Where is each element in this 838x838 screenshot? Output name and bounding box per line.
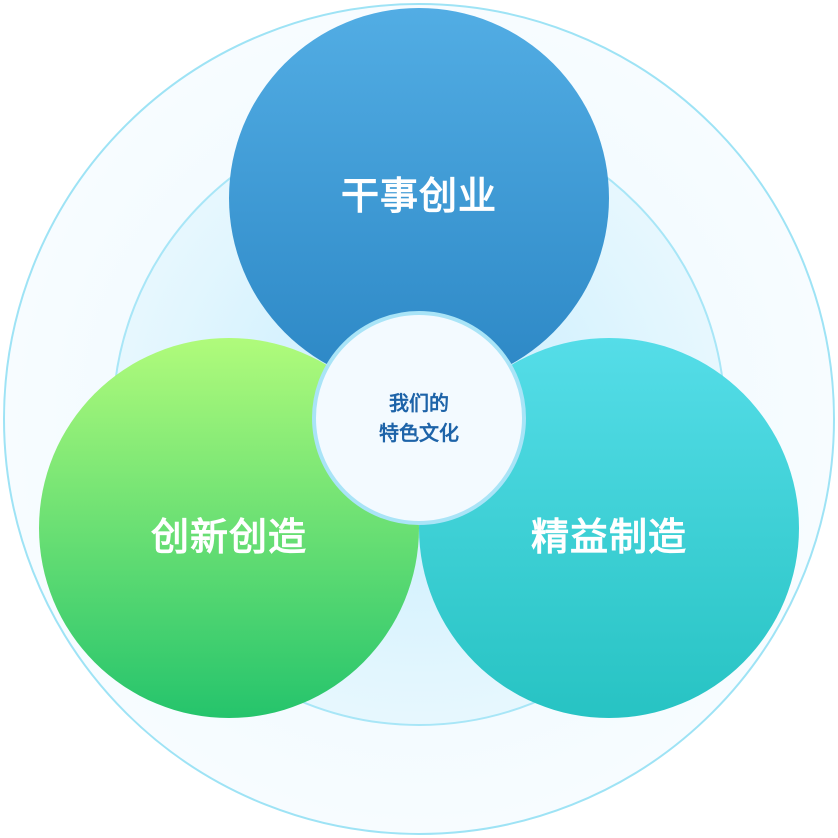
center-line-2: 特色文化 xyxy=(379,421,459,445)
center-circle: 我们的 特色文化 xyxy=(312,311,526,525)
circle-top: 干事创业 xyxy=(229,8,609,388)
center-line-1: 我们的 xyxy=(389,391,449,415)
label-right: 精益制造 xyxy=(530,514,687,559)
label-left: 创新创造 xyxy=(150,514,307,559)
label-top: 干事创业 xyxy=(340,173,497,218)
